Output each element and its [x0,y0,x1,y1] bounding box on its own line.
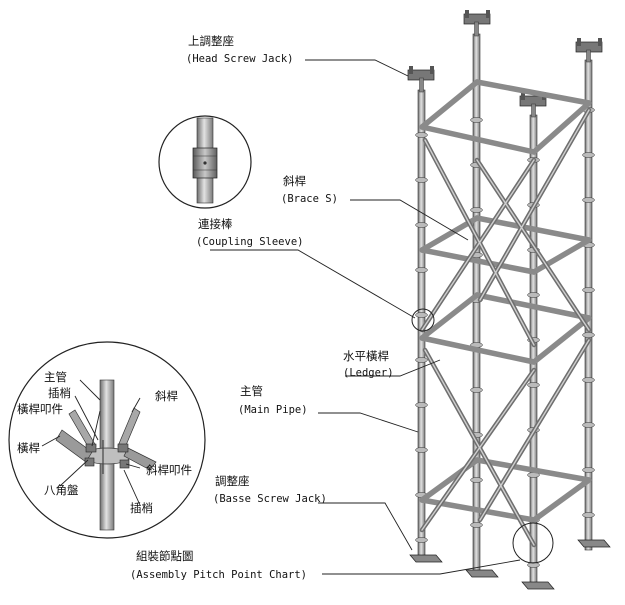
label-main-pipe-zh: 主管 [240,384,263,398]
octagon-plates [415,107,595,568]
label-head-jack-zh: 上調整座 [188,34,234,48]
label-base-jack-zh: 調整座 [215,474,250,488]
ledgers [419,79,592,523]
label-pitch-chart-en: (Assembly Pitch Point Chart) [130,569,307,581]
detail-label-ledger-clamp: 橫桿叩件 [17,402,63,416]
label-head-jack-en: (Head Screw Jack) [186,53,293,65]
detail-label-main-pipe: 主管 [44,370,67,384]
main-labels: 上調整座 (Head Screw Jack) 斜桿 (Brace S) 連接棒 … [130,34,394,581]
assembly-pitch-detail [8,341,206,539]
label-brace-en: (Brace S) [281,193,338,205]
main-pipe-back-right [575,38,603,551]
coupling-marker-circle [411,308,435,332]
detail-label-ledger: 橫桿 [17,441,40,455]
pitch-marker-circle [512,522,554,564]
detail-label-pin-bottom: 插梢 [130,501,153,515]
detail-label-brace-clamp: 斜桿叩件 [146,463,192,477]
base-plates [409,539,611,590]
brace-highlights [421,109,590,546]
detail-labels: 主管 插梢 橫桿叩件 斜桿 橫桿 八角盤 斜桿叩件 插梢 [17,370,192,515]
scaffold-tower [407,10,611,590]
label-brace-zh: 斜桿 [283,174,306,188]
coupling-sleeve-detail [158,115,252,209]
callout-lines [41,59,521,575]
label-coupling-en: (Coupling Sleeve) [196,236,303,248]
label-coupling-zh: 連接棒 [198,217,233,231]
label-pitch-chart-zh: 組裝節點圖 [136,549,194,563]
detail-label-brace: 斜桿 [155,389,178,403]
label-main-pipe-en: (Main Pipe) [238,404,308,416]
label-ledger-en: (Ledger) [343,367,394,379]
detail-label-octagon-plate: 八角盤 [44,483,79,497]
label-base-jack-en: (Basse Screw Jack) [213,493,327,505]
detail-label-pin-top: 插梢 [48,386,71,400]
label-ledger-zh: 水平橫桿 [343,349,389,363]
